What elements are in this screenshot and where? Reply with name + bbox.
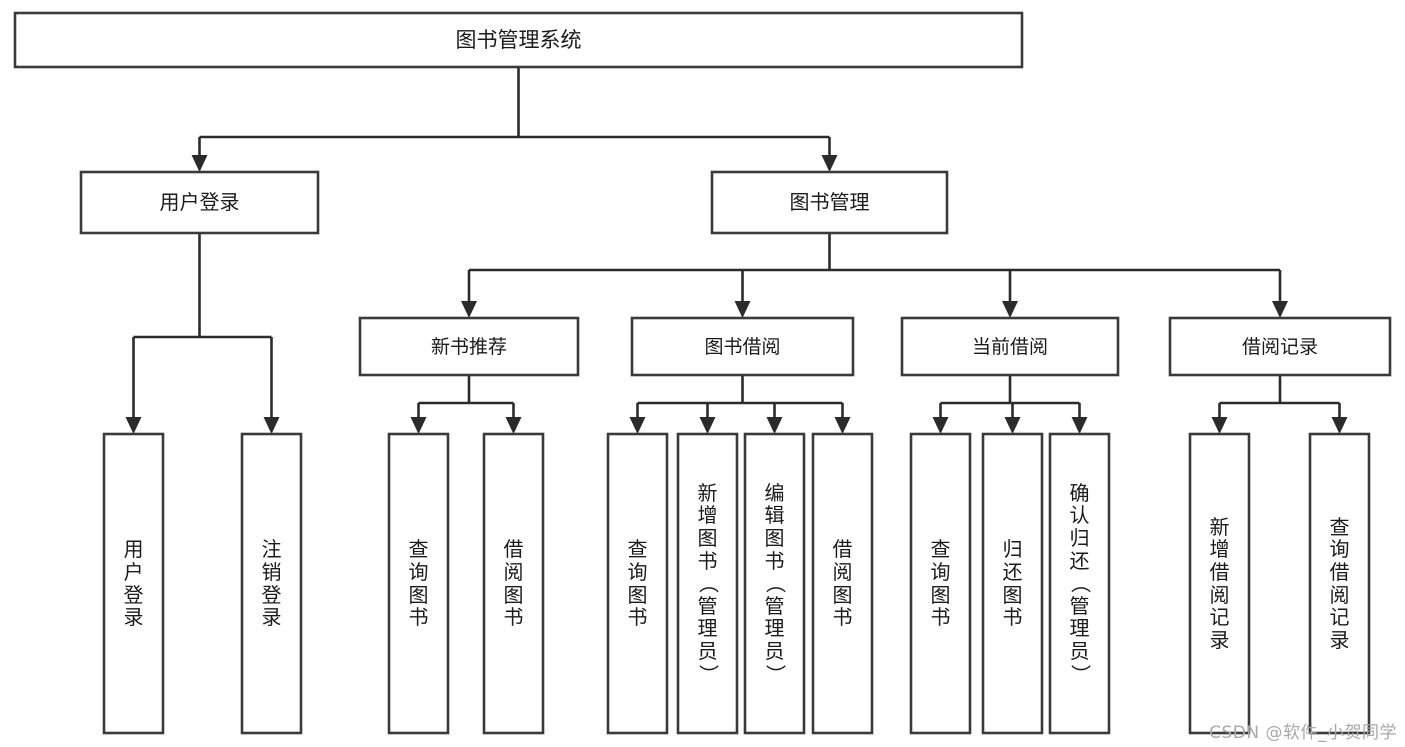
node-box <box>710 170 949 235</box>
node-leaf-query-book-3[interactable] <box>909 432 972 735</box>
node-user-login[interactable]: 用户登录 <box>79 170 320 235</box>
arrow-head-icon <box>1331 417 1348 434</box>
arrow-head-icon <box>734 301 751 318</box>
node-leaf-borrow-book-2[interactable] <box>811 432 874 735</box>
connectors-layer <box>125 67 1348 434</box>
leaf-box <box>102 432 165 735</box>
node-box <box>79 170 320 235</box>
leaf-box <box>743 432 806 735</box>
leaf-box <box>909 432 972 735</box>
leaf-box <box>981 432 1044 735</box>
node-box <box>358 316 580 377</box>
node-leaf-return-book[interactable] <box>981 432 1044 735</box>
arrow-head-icon <box>1004 417 1021 434</box>
node-leaf-query-record[interactable] <box>1308 432 1371 735</box>
node-root[interactable]: 图书管理系统 <box>13 11 1024 69</box>
node-leaf-logout-login[interactable] <box>240 432 303 735</box>
leaf-box <box>1188 432 1251 735</box>
node-new-book-recommend[interactable]: 新书推荐 <box>358 316 580 377</box>
node-leaf-borrow-book-1[interactable] <box>482 432 545 735</box>
level2-node-label: 借阅记录 <box>1242 336 1318 358</box>
leaf-box <box>676 432 739 735</box>
node-box <box>630 316 855 377</box>
arrow-head-icon <box>263 417 280 434</box>
arrow-head-icon <box>629 417 646 434</box>
leaf-box <box>240 432 303 735</box>
node-leaf-query-book-2[interactable] <box>606 432 669 735</box>
arrow-head-icon <box>505 417 522 434</box>
node-box <box>900 316 1120 377</box>
arrow-head-icon <box>834 417 851 434</box>
node-leaf-add-record[interactable] <box>1188 432 1251 735</box>
node-leaf-add-book-admin[interactable] <box>676 432 739 735</box>
leaf-box <box>1308 432 1371 735</box>
arrow-head-icon <box>699 417 716 434</box>
node-leaf-user-login[interactable] <box>102 432 165 735</box>
node-current-borrow[interactable]: 当前借阅 <box>900 316 1120 377</box>
arrow-head-icon <box>766 417 783 434</box>
arrow-head-icon <box>1272 301 1288 318</box>
node-leaf-edit-book-admin[interactable] <box>743 432 806 735</box>
arrow-head-icon <box>461 301 477 318</box>
root-node-label: 图书管理系统 <box>456 28 582 52</box>
node-book-manage[interactable]: 图书管理 <box>710 170 949 235</box>
arrow-head-icon <box>410 417 427 434</box>
level2-node-label: 图书借阅 <box>704 336 780 358</box>
level1-node-label: 用户登录 <box>160 190 240 214</box>
leaf-box <box>387 432 450 735</box>
level1-node-label: 图书管理 <box>790 190 870 214</box>
arrow-head-icon <box>1002 301 1018 318</box>
node-box <box>13 11 1024 69</box>
level2-node-label: 新书推荐 <box>431 336 507 358</box>
leaf-box <box>811 432 874 735</box>
node-book-borrow[interactable]: 图书借阅 <box>630 316 855 377</box>
node-box <box>1168 316 1392 377</box>
leaf-box <box>606 432 669 735</box>
arrow-head-icon <box>1071 417 1088 434</box>
level2-node-label: 当前借阅 <box>972 336 1048 358</box>
node-leaf-query-book-1[interactable] <box>387 432 450 735</box>
arrow-head-icon <box>125 417 142 434</box>
arrow-head-icon <box>1211 417 1228 434</box>
leaf-box <box>1048 432 1111 735</box>
arrow-head-icon <box>932 417 949 434</box>
arrow-head-icon <box>191 155 208 172</box>
node-leaf-confirm-return[interactable] <box>1048 432 1111 735</box>
arrow-head-icon <box>821 155 838 172</box>
leaf-box <box>482 432 545 735</box>
node-borrow-record[interactable]: 借阅记录 <box>1168 316 1392 377</box>
